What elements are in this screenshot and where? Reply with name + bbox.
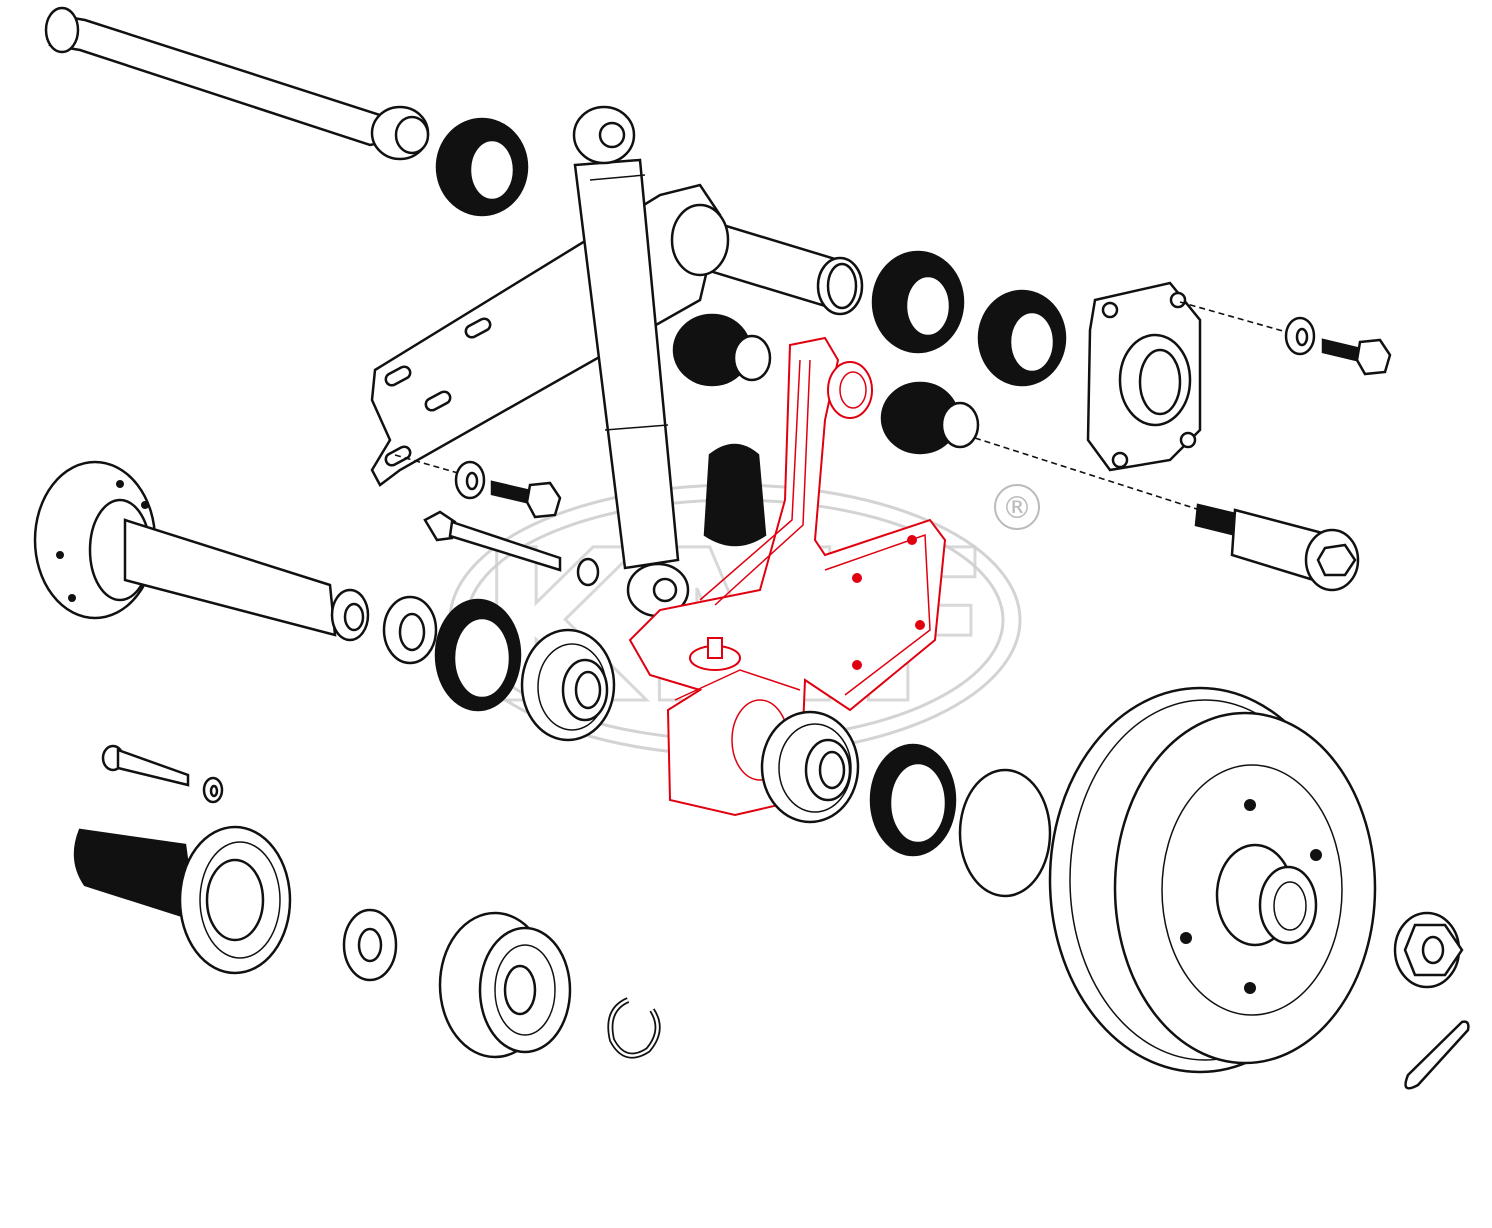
o-ring [958, 768, 1052, 898]
bolt [101, 744, 190, 787]
brake-drum [1048, 686, 1377, 1074]
seal [434, 598, 522, 712]
spacer [382, 595, 438, 665]
cotter-pin [1404, 1020, 1470, 1090]
bolt [423, 510, 600, 587]
castle-nut [1393, 911, 1464, 989]
bushing [672, 313, 772, 387]
bump-stop [703, 443, 767, 547]
axle-nut [435, 117, 529, 217]
flange-cover [1086, 281, 1202, 472]
bearing [520, 628, 616, 742]
axle-shaft [44, 6, 430, 161]
pivot-bolt [1194, 503, 1360, 592]
bushing [880, 381, 980, 455]
bolt [1321, 338, 1392, 376]
washer [454, 460, 486, 500]
trailing-arm [628, 336, 947, 817]
bearing [760, 710, 860, 824]
washer [1284, 316, 1316, 356]
seal [869, 743, 957, 857]
circlip [607, 997, 661, 1059]
svg-text:®: ® [1002, 491, 1032, 526]
cv-joint [438, 911, 572, 1059]
bolt [490, 480, 562, 519]
cv-boot [73, 825, 292, 975]
pivot-tube [670, 203, 864, 316]
seal [977, 289, 1067, 387]
stub-axle [33, 460, 370, 642]
axle-nut [871, 250, 965, 354]
washer [202, 776, 224, 804]
shock-absorber [572, 105, 690, 618]
washer [342, 908, 398, 982]
